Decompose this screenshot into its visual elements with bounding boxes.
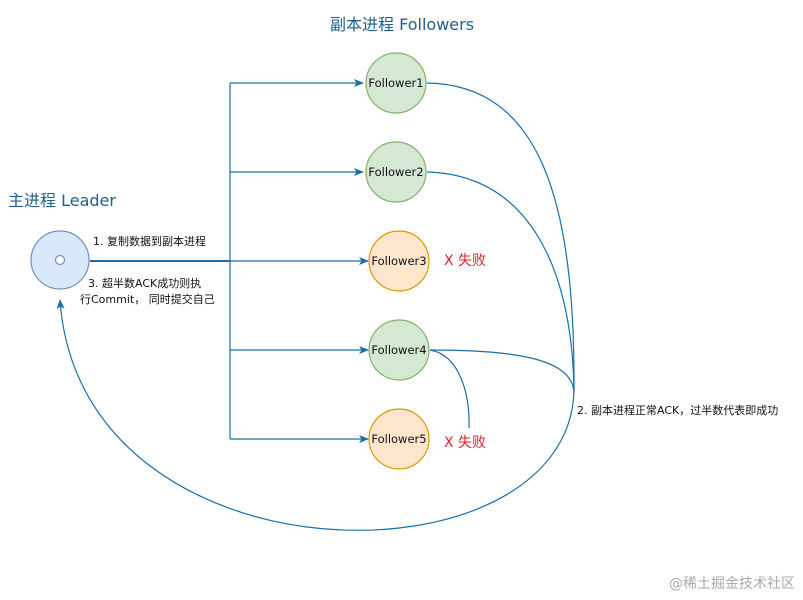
step1-label: 1. 复制数据到副本进程 (93, 234, 206, 248)
step3-label-line2: 行Commit， 同时提交自己 (80, 292, 215, 306)
watermark-text: @稀土掘金技术社区 (669, 576, 795, 592)
follower-node-1: Follower1 (365, 52, 427, 114)
follower3-circle (368, 230, 430, 292)
follower5-failure-label: X 失败 (444, 435, 486, 451)
follower-node-5: Follower5 (368, 408, 430, 470)
follower3-label: Follower3 (371, 254, 426, 268)
follower4-circle (368, 319, 430, 381)
follower5-circle (368, 408, 430, 470)
ack-curve-follower4 (429, 349, 575, 393)
follower4-to-follower5-curve (429, 349, 470, 429)
follower5-label: Follower5 (371, 432, 426, 446)
follower3-failure-label: X 失败 (444, 253, 486, 269)
ack-curve-follower1 (426, 82, 575, 391)
follower4-label: Follower4 (371, 343, 426, 357)
follower2-label: Follower2 (368, 165, 423, 179)
leader-node (30, 230, 90, 290)
follower-node-4: Follower4 (368, 319, 430, 381)
follower-node-3: Follower3 (368, 230, 430, 292)
replication-connectors (56, 79, 575, 531)
leader-center-dot (54, 254, 66, 266)
follower1-label: Follower1 (368, 76, 423, 90)
follower2-circle (365, 141, 427, 203)
follower1-circle (365, 52, 427, 114)
step2-label: 2. 副本进程正常ACK，过半数代表即成功 (577, 403, 778, 417)
step3-label-line1: 3. 超半数ACK成功则执 (88, 276, 201, 290)
leader-title: 主进程 Leader (8, 191, 116, 210)
commit-curve-to-leader (56, 299, 575, 531)
ack-curve-follower2 (426, 171, 575, 391)
followers-title: 副本进程 Followers (330, 15, 474, 34)
follower-node-2: Follower2 (365, 141, 427, 203)
